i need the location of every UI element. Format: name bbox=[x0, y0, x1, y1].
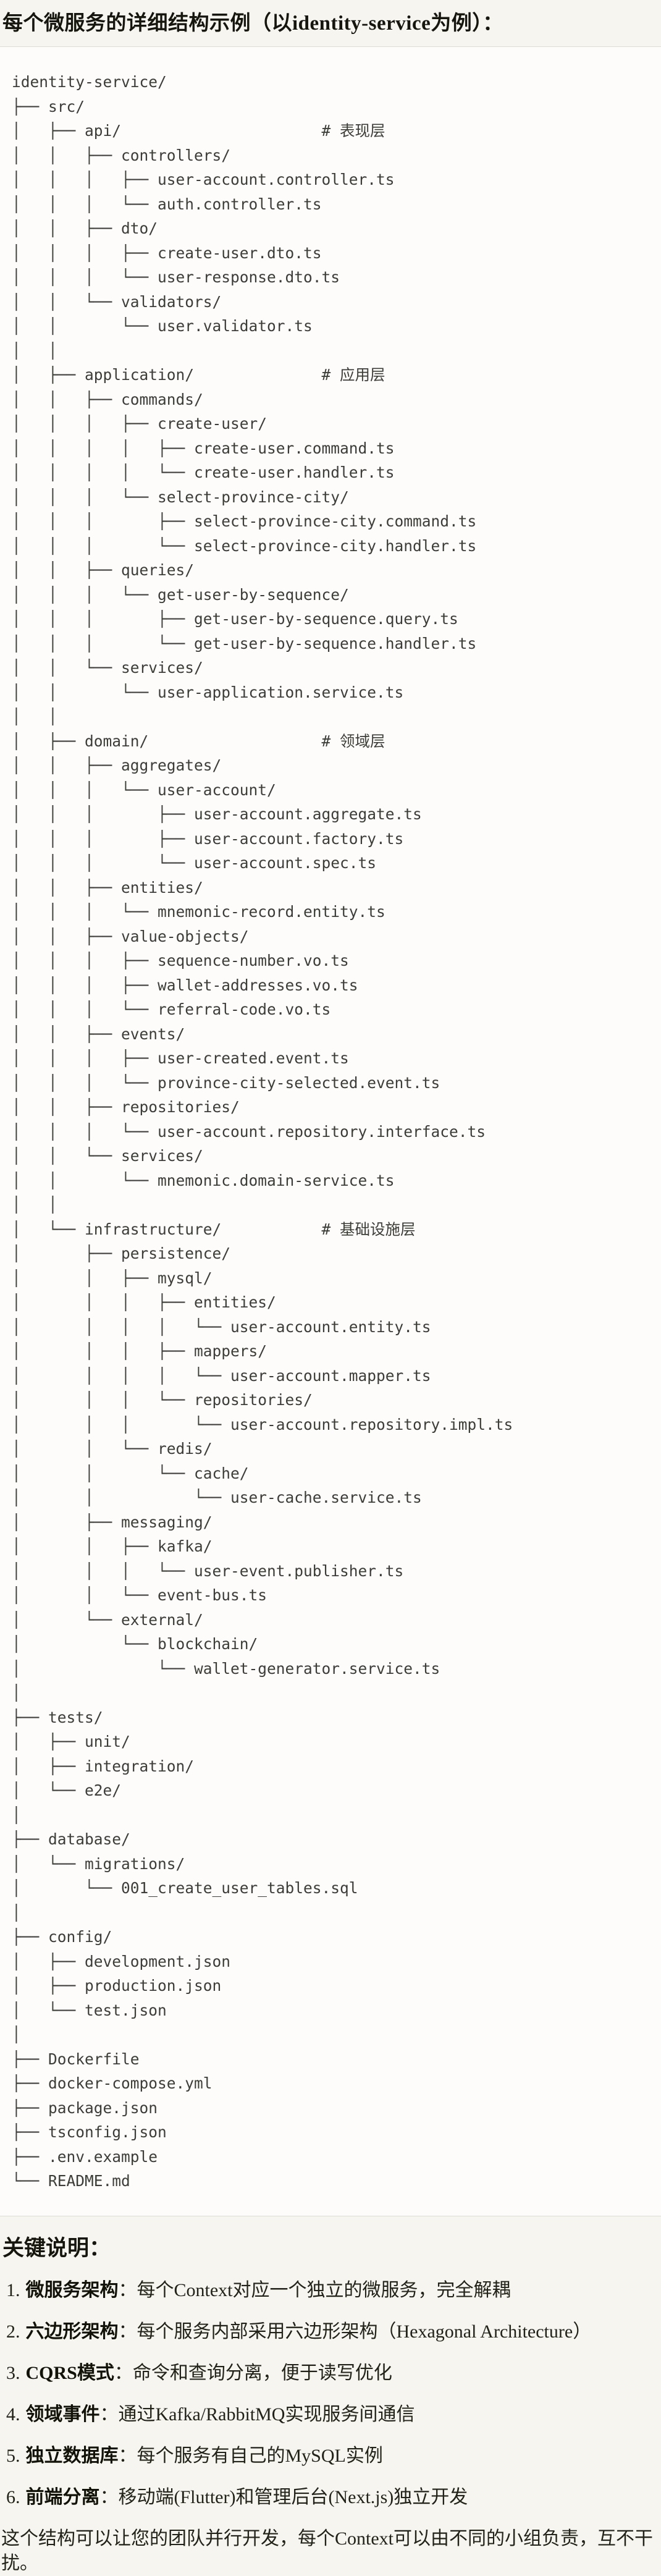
page-title: 每个微服务的详细结构示例（以identity-service为例）： bbox=[2, 12, 503, 35]
note-text: ：移动端(Flutter)和管理后台(Next.js)独立开发 bbox=[99, 2486, 468, 2507]
note-label: 领域事件 bbox=[25, 2404, 100, 2425]
note-text: ：每个服务有自己的MySQL实例 bbox=[118, 2445, 383, 2466]
note-text: ：每个Context对应一个独立的微服务，完全解耦 bbox=[118, 2279, 511, 2300]
note-item: 4.领域事件：通过Kafka/RabbitMQ实现服务间通信 bbox=[6, 2402, 661, 2427]
note-number: 3. bbox=[6, 2362, 20, 2383]
note-label: 六边形架构 bbox=[25, 2321, 119, 2342]
notes-list: 1.微服务架构：每个Context对应一个独立的微服务，完全解耦 2.六边形架构… bbox=[0, 2278, 661, 2510]
note-item: 2.六边形架构：每个服务内部采用六边形架构（Hexagonal Architec… bbox=[6, 2320, 661, 2344]
note-text: ：命令和查询分离，便于读写优化 bbox=[114, 2362, 392, 2383]
file-tree: identity-service/ ├── src/ │ ├── api/ # … bbox=[12, 73, 513, 2190]
notes-heading: 关键说明： bbox=[2, 2236, 111, 2260]
note-item: 1.微服务架构：每个Context对应一个独立的微服务，完全解耦 bbox=[6, 2278, 661, 2303]
note-label: 微服务架构 bbox=[25, 2279, 119, 2300]
note-number: 1. bbox=[6, 2279, 20, 2300]
code-block: identity-service/ ├── src/ │ ├── api/ # … bbox=[0, 46, 661, 2216]
note-text: ：每个服务内部采用六边形架构（Hexagonal Architecture） bbox=[118, 2321, 592, 2342]
note-number: 5. bbox=[6, 2445, 20, 2466]
note-item: 5.独立数据库：每个服务有自己的MySQL实例 bbox=[6, 2444, 661, 2468]
note-text: ：通过Kafka/RabbitMQ实现服务间通信 bbox=[99, 2404, 415, 2425]
note-label: CQRS模式 bbox=[25, 2362, 114, 2383]
note-label: 独立数据库 bbox=[25, 2445, 119, 2466]
note-number: 6. bbox=[6, 2486, 20, 2507]
note-number: 2. bbox=[6, 2321, 20, 2342]
note-label: 前端分离 bbox=[25, 2486, 100, 2507]
note-item: 3.CQRS模式：命令和查询分离，便于读写优化 bbox=[6, 2361, 661, 2386]
closing-paragraph: 这个结构可以让您的团队并行开发，每个Context可以由不同的小组负责，互不干扰… bbox=[1, 2528, 653, 2574]
note-item: 6.前端分离：移动端(Flutter)和管理后台(Next.js)独立开发 bbox=[6, 2485, 661, 2510]
note-number: 4. bbox=[6, 2404, 20, 2425]
